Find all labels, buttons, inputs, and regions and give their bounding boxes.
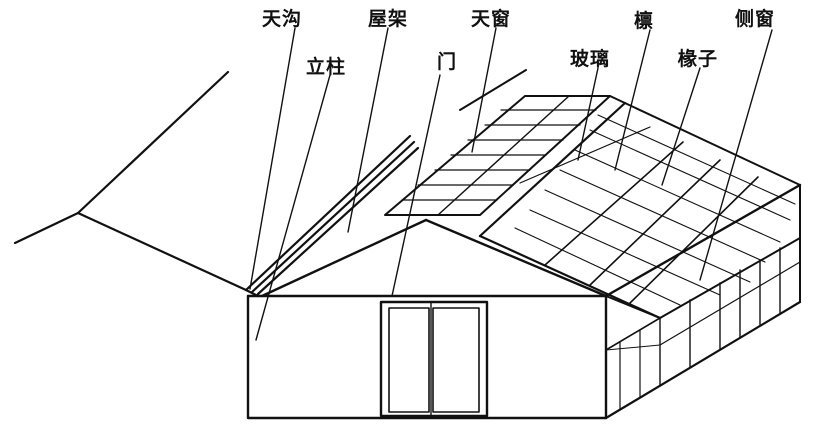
label-wujia: 屋架	[368, 8, 409, 30]
gutter-rafters	[246, 136, 418, 296]
front-wall	[248, 220, 606, 418]
label-boli: 玻璃	[570, 48, 611, 70]
label-lin: 檩	[634, 10, 655, 32]
label-tianchuang: 天窗	[471, 8, 512, 30]
label-cechuang: 侧窗	[735, 8, 776, 30]
door	[381, 302, 487, 416]
adjacent-roof	[15, 72, 246, 290]
label-tiangou: 天沟	[262, 8, 303, 30]
leader-lines	[250, 28, 772, 360]
side-wall	[606, 185, 800, 418]
label-men: 门	[437, 51, 458, 73]
label-chuanzi: 椽子	[678, 48, 719, 70]
right-roof	[480, 96, 800, 318]
label-lizhu: 立柱	[306, 56, 347, 78]
